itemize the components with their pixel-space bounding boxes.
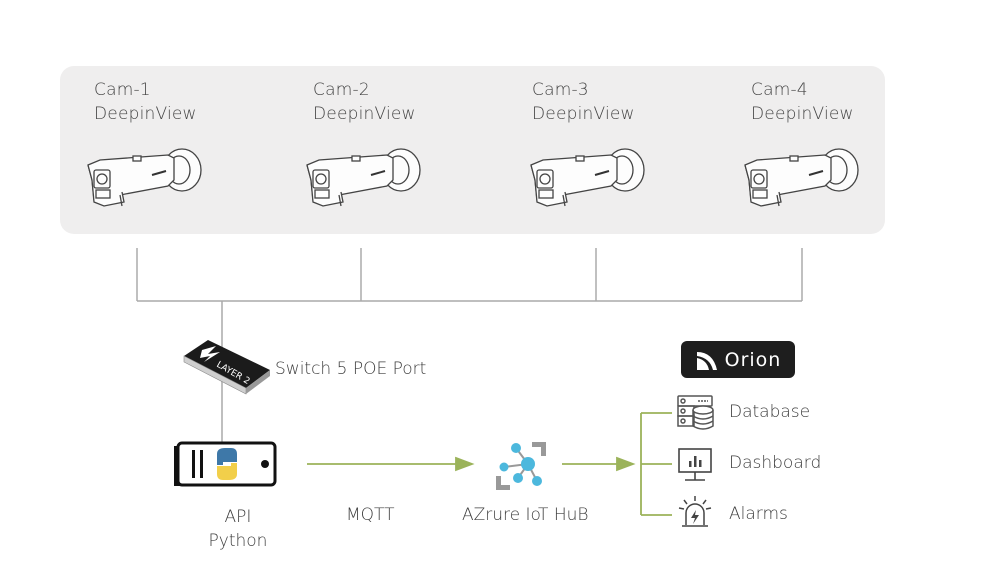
camera-name: Cam-2 <box>313 80 370 100</box>
camera-model: DeepinView <box>532 104 635 124</box>
camera-model: DeepinView <box>313 104 416 124</box>
camera-name: Cam-1 <box>94 80 151 100</box>
api-label-line1: API <box>224 507 252 527</box>
monitor-chart-icon <box>678 448 712 481</box>
mqtt-label: MQTT <box>346 505 395 525</box>
python-server-icon[interactable] <box>173 440 278 490</box>
camera-model: DeepinView <box>751 104 854 124</box>
camera-4[interactable]: Cam-4 DeepinView <box>751 78 854 126</box>
iot-hub-icon[interactable] <box>494 440 550 492</box>
hub-arrowhead <box>616 456 636 472</box>
orion-leaf-icon <box>696 351 717 370</box>
api-label-line2: Python <box>208 531 268 551</box>
bullet-camera-icon <box>530 148 645 207</box>
camera-name: Cam-4 <box>751 80 808 100</box>
camera-name: Cam-3 <box>532 80 589 100</box>
bullet-camera-icon <box>87 148 202 207</box>
bullet-camera-icon <box>744 148 859 207</box>
mqtt-arrowhead <box>455 456 475 472</box>
database-server-icon <box>677 395 714 430</box>
camera-3[interactable]: Cam-3 DeepinView <box>532 78 635 126</box>
iot-hub-label: AZrure IoT HuB <box>462 505 589 525</box>
network-switch-icon: LAYER 2 <box>183 340 270 395</box>
bullet-camera-icon <box>306 148 421 207</box>
switch-label: Switch 5 POE Port <box>275 359 427 379</box>
camera-model: DeepinView <box>94 104 197 124</box>
orion-brand-text: Orion <box>724 348 782 371</box>
platform-item-database[interactable]: Database <box>729 402 811 422</box>
orion-logo: Orion <box>681 341 795 378</box>
platform-item-dashboard[interactable]: Dashboard <box>729 453 822 473</box>
alarm-siren-icon <box>678 496 712 527</box>
platform-item-alarms[interactable]: Alarms <box>729 504 788 524</box>
camera-group-panel <box>60 66 885 234</box>
camera-2[interactable]: Cam-2 DeepinView <box>313 78 416 126</box>
api-label: API Python <box>198 505 278 553</box>
camera-1[interactable]: Cam-1 DeepinView <box>94 78 197 126</box>
